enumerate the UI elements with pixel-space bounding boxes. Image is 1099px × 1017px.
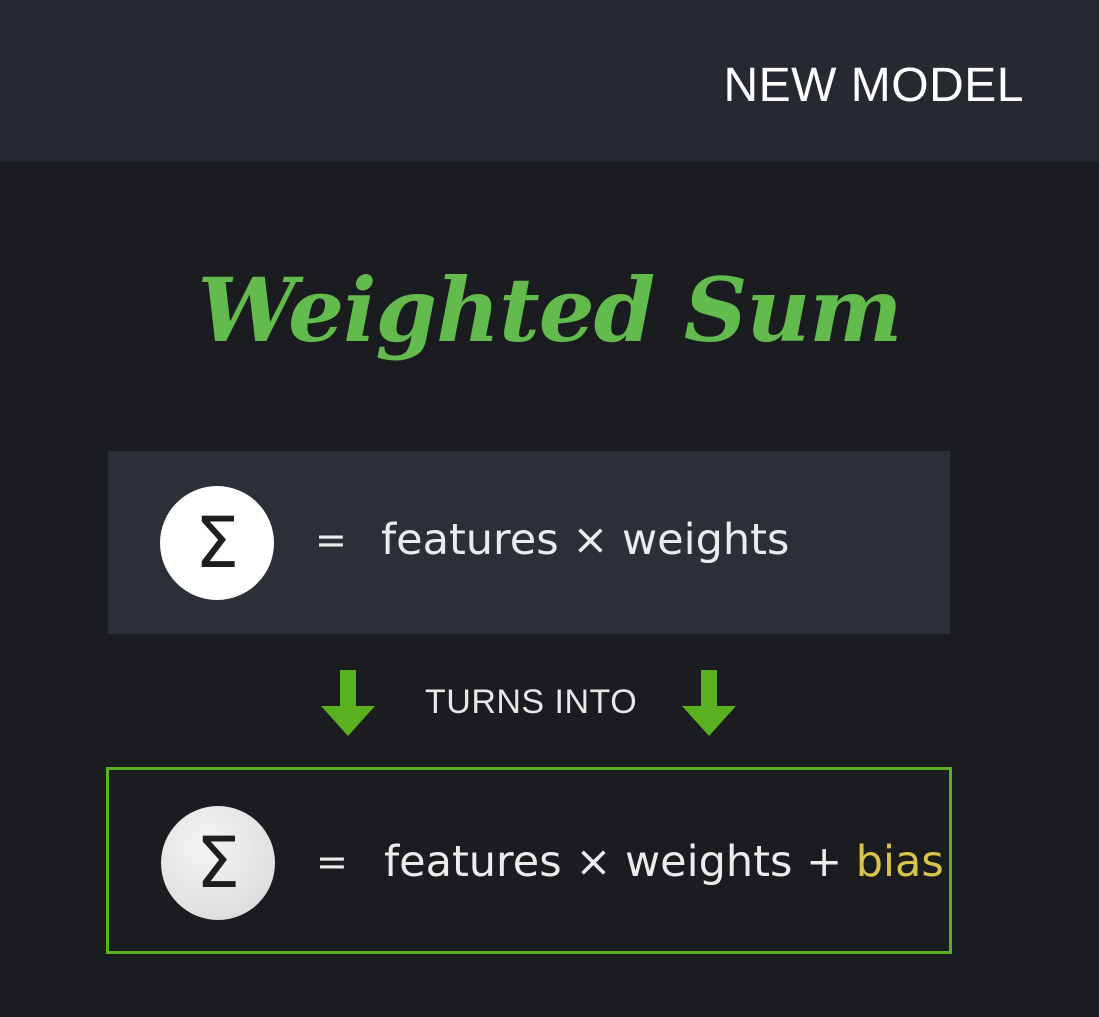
- formula-after-expression: features × weights + bias: [384, 837, 944, 887]
- down-arrow-icon: [682, 670, 736, 736]
- page-title: Weighted Sum: [197, 258, 902, 362]
- header-label: NEW MODEL: [723, 59, 1024, 112]
- formula-after-main: features × weights +: [384, 837, 843, 887]
- formula-after-box: Σ = features × weights + bias: [106, 767, 952, 954]
- sigma-icon: Σ: [160, 486, 274, 600]
- equals-sign: =: [316, 840, 348, 884]
- equals-sign: =: [315, 518, 347, 562]
- bias-term: bias: [855, 837, 944, 887]
- header-bar: NEW MODEL: [0, 0, 1099, 162]
- down-arrow-icon: [321, 670, 375, 736]
- transition-label: TURNS INTO: [425, 683, 638, 721]
- transition-row: TURNS INTO: [0, 665, 1099, 745]
- formula-before-box: Σ = features × weights: [108, 451, 950, 634]
- sigma-icon: Σ: [161, 806, 275, 920]
- formula-before-expression: features × weights: [381, 515, 790, 565]
